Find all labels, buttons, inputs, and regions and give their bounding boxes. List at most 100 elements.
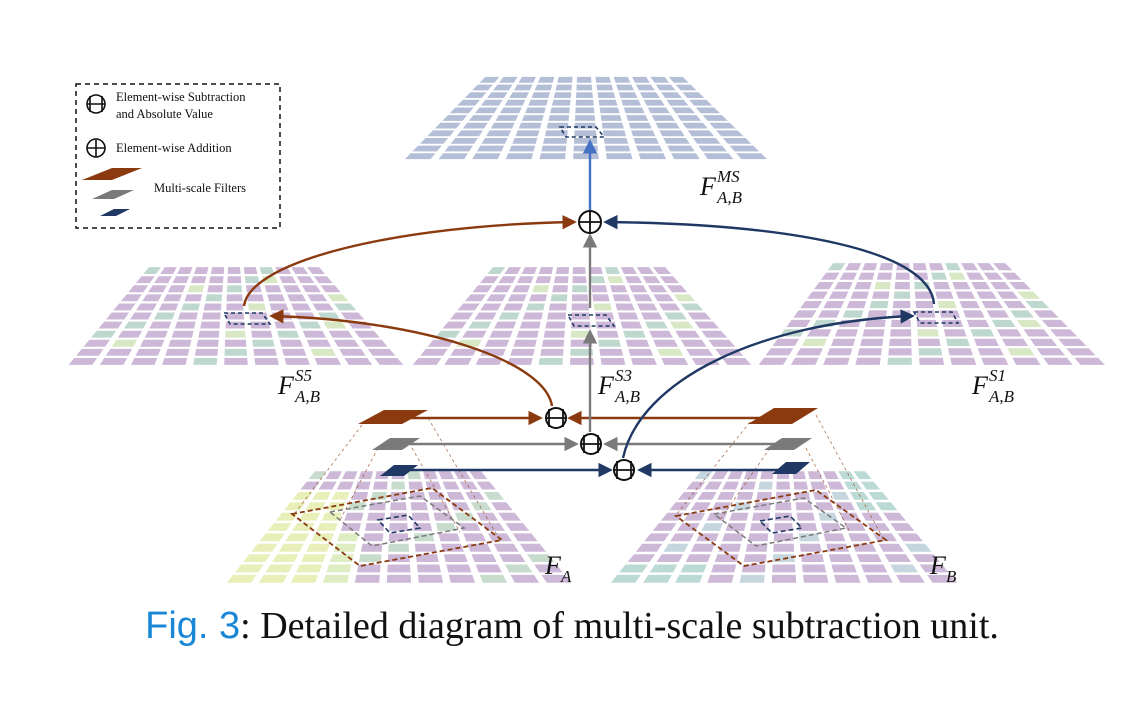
grid-cell	[546, 122, 569, 129]
grid-cell	[702, 115, 728, 121]
grid-cell	[545, 321, 566, 329]
grid-cell	[544, 130, 568, 137]
grid-cell	[572, 285, 588, 293]
grid-cell	[946, 338, 970, 346]
feature-grid-fb	[610, 471, 958, 583]
grid-cell	[846, 301, 867, 309]
grid-cell	[252, 339, 275, 347]
grid-cell	[387, 564, 411, 573]
grid-cell	[312, 492, 332, 500]
grid-cell	[913, 263, 927, 271]
grid-cell	[358, 554, 382, 562]
grid-cell	[172, 276, 190, 284]
grid-cell	[295, 564, 323, 573]
grid-cell	[314, 358, 342, 365]
grid-cell	[657, 348, 684, 356]
grid-cell	[419, 138, 449, 144]
grid-cell	[412, 145, 442, 152]
grid-cell	[555, 267, 570, 274]
svg-text:F: F	[699, 172, 717, 201]
grid-cell	[687, 130, 715, 137]
grid-cell	[274, 321, 296, 329]
grid-cell	[516, 276, 534, 284]
grid-cell	[493, 543, 519, 552]
grid-cell	[740, 481, 756, 490]
grid-cell	[807, 471, 823, 480]
grid-cell	[68, 358, 98, 365]
grid-cell	[919, 357, 945, 365]
grid-cell	[136, 303, 157, 311]
grid-cell	[459, 481, 478, 490]
grid-cell	[405, 153, 436, 160]
grid-cell	[641, 312, 663, 320]
grid-cell	[123, 321, 147, 329]
grid-cell	[867, 310, 887, 318]
grid-cell	[436, 523, 457, 531]
grid-cell	[479, 574, 508, 583]
grid-cell	[491, 502, 513, 511]
grid-cell	[573, 138, 598, 144]
grid-cell	[475, 358, 503, 365]
grid-cell	[285, 533, 310, 542]
grid-cell	[481, 138, 508, 144]
grid-cell	[827, 481, 845, 490]
grid-cell	[547, 312, 566, 320]
grid-cell	[499, 76, 518, 83]
grid-cell	[1036, 348, 1066, 356]
grid-cell	[194, 348, 218, 356]
grid-cell	[828, 554, 853, 562]
grid-cell	[386, 574, 412, 583]
svg-text:A,B: A,B	[614, 387, 641, 406]
grid-cell	[834, 282, 853, 290]
grid-cell	[1030, 338, 1058, 346]
grid-cell	[966, 272, 985, 280]
grid-cell	[892, 301, 911, 309]
grid-cell	[344, 512, 364, 521]
grid-cell	[259, 267, 275, 274]
grid-cell	[775, 502, 792, 511]
grid-cell	[251, 330, 273, 338]
connection-arrows	[242, 139, 936, 478]
grid-cell	[529, 294, 547, 302]
grid-cell	[991, 319, 1016, 327]
grid-cell	[570, 348, 594, 356]
grid-cell	[773, 533, 794, 542]
grid-cell	[869, 301, 889, 309]
grid-cell	[977, 348, 1004, 356]
grid-cell	[675, 574, 703, 583]
grid-cell	[330, 554, 354, 562]
grid-cell	[576, 84, 593, 91]
grid-cell	[929, 263, 944, 271]
grid-cell	[637, 303, 658, 311]
grid-cell	[519, 543, 547, 552]
grid-cell	[839, 272, 857, 280]
grid-cell	[516, 330, 539, 338]
grid-cell	[612, 294, 631, 302]
grid-cell	[557, 76, 573, 83]
grid-cell	[148, 285, 167, 293]
figure-number-link[interactable]: Fig. 3	[145, 605, 241, 647]
grid-cell	[883, 512, 906, 521]
grid-cell	[793, 481, 809, 490]
grid-cell	[815, 502, 834, 511]
grid-cell	[225, 330, 246, 338]
grid-cell	[313, 276, 333, 284]
grid-cell	[594, 312, 615, 320]
grid-cell	[389, 523, 408, 531]
grid-cell	[599, 348, 624, 356]
grid-cell	[623, 107, 645, 114]
grid-cell	[184, 294, 203, 302]
grid-cell	[408, 481, 424, 490]
feature-grid-ms	[405, 76, 767, 160]
grid-cell	[598, 99, 618, 106]
grid-cell	[291, 267, 309, 274]
grid-cell	[106, 312, 130, 320]
grid-cell	[868, 492, 889, 500]
grid-cell	[620, 267, 637, 274]
grid-cell	[952, 282, 971, 290]
caption-text: : Detailed diagram of multi-scale subtra…	[240, 605, 999, 647]
grid-cell	[636, 267, 655, 274]
grid-cell	[820, 272, 840, 280]
grid-cell	[874, 282, 891, 290]
grid-cell	[838, 471, 856, 480]
